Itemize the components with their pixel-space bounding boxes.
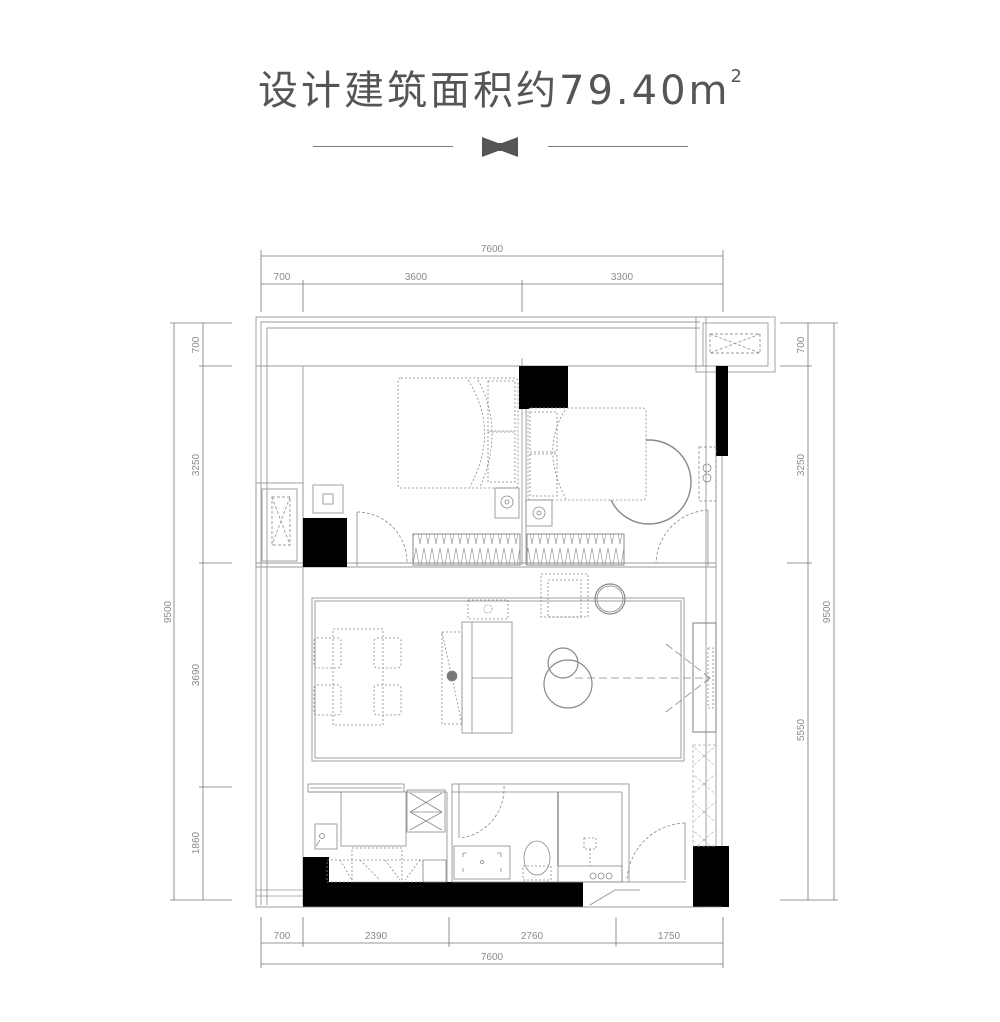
structural-walls xyxy=(303,366,729,907)
dim-bottom-seg-2: 2390 xyxy=(365,931,388,942)
dimension-left xyxy=(170,322,232,901)
armchair xyxy=(540,573,589,618)
area-rug xyxy=(311,597,685,762)
dim-bottom-total: 7600 xyxy=(481,952,504,963)
bowtie-icon xyxy=(482,137,518,157)
nightstand-right xyxy=(525,499,553,527)
dining-table xyxy=(332,628,384,726)
dim-top-seg-3: 3300 xyxy=(611,272,634,283)
dim-bottom-seg-1: 700 xyxy=(274,931,291,942)
dim-left-seg-1: 700 xyxy=(191,336,202,353)
refrigerator xyxy=(406,789,446,833)
title-text: 设计建筑面积约79.40m xyxy=(258,68,731,114)
bathroom xyxy=(451,783,630,883)
dim-left-total: 9500 xyxy=(163,600,174,623)
page-title: 设计建筑面积约79.40m2 xyxy=(0,58,1000,116)
dim-top-seg-1: 700 xyxy=(274,272,291,283)
dimension-top xyxy=(260,250,724,312)
dimension-right xyxy=(780,322,838,901)
vanity xyxy=(453,845,511,880)
title-ornament xyxy=(0,135,1000,159)
dim-bottom-seg-3: 2760 xyxy=(521,931,544,942)
balcony-outline xyxy=(255,316,708,908)
second-bed xyxy=(527,407,647,501)
stove-counter xyxy=(326,859,424,883)
side-table xyxy=(467,599,509,620)
entry-door xyxy=(589,822,686,906)
storage-cabinet xyxy=(692,744,717,847)
nightstand-lamp xyxy=(494,487,520,519)
dim-left-seg-2: 3250 xyxy=(191,453,202,476)
dim-left-seg-4: 1860 xyxy=(191,831,202,854)
master-bed xyxy=(397,377,519,489)
dim-right-total: 9500 xyxy=(822,600,833,623)
balcony-bottom-lines xyxy=(256,889,722,908)
dim-top-total: 7600 xyxy=(481,244,504,255)
dresser xyxy=(698,446,717,502)
ac-ledge-east xyxy=(695,316,776,373)
ornament-line-right xyxy=(548,146,688,147)
dim-bottom-seg-4: 1750 xyxy=(658,931,681,942)
tv-cabinet xyxy=(692,622,717,733)
sofa xyxy=(461,621,513,734)
kitchen-sink xyxy=(314,823,338,850)
ac-ledge-west xyxy=(255,482,304,568)
ornament-line-left xyxy=(313,146,453,147)
dim-left-seg-3: 3690 xyxy=(191,663,202,686)
toilet xyxy=(523,840,551,876)
second-bedroom xyxy=(525,407,717,566)
kitchen xyxy=(307,783,448,883)
living-dining xyxy=(311,573,717,762)
nightstand-left xyxy=(312,484,344,514)
dimension-bottom xyxy=(260,917,724,968)
dim-right-seg-2: 3250 xyxy=(796,453,807,476)
title-superscript: 2 xyxy=(730,66,742,87)
dim-top-seg-2: 3600 xyxy=(405,272,428,283)
master-bedroom xyxy=(312,377,521,566)
kitchen-island xyxy=(340,791,407,847)
dim-right-seg-1: 700 xyxy=(796,336,807,353)
dim-right-seg-3: 5550 xyxy=(796,718,807,741)
